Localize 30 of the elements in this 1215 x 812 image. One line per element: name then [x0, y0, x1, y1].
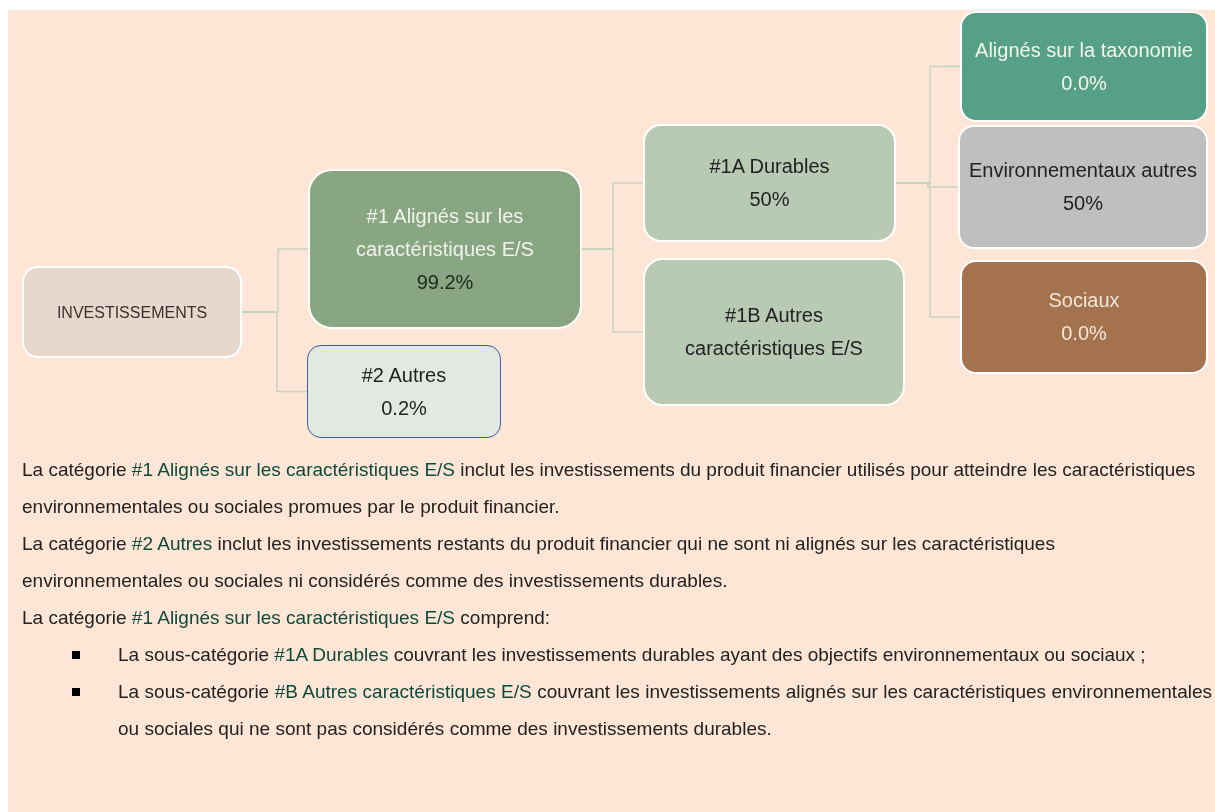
description-paragraph: La catégorie #2 Autres inclut les investissements restants du produit financier qui ne sont ni alignés sur les caractéristiques environnementales ou sociales ni considérés comme des investissements durables. — [22, 532, 1056, 593]
description-paragraph: La sous-catégorie #B Autres caractéristiques E/S couvrant les investissements alignés sur les caractéristiques environnementales ou sociales qui ne sont pas considérés comme des investissements durables. — [118, 680, 1212, 741]
percentage-value: 50% — [749, 187, 790, 212]
connector-line — [895, 182, 961, 318]
subcategory-box — [643, 124, 896, 242]
percentage-value: 99.2% — [416, 269, 474, 295]
percentage-value: 0.2% — [381, 395, 427, 421]
percentage-value: 0.0% — [1061, 70, 1107, 96]
subcategory-box — [958, 125, 1208, 249]
box-title: Alignés sur la taxonomie — [975, 37, 1193, 63]
box-title: Sociaux — [1048, 288, 1120, 313]
category-box — [308, 169, 582, 329]
category-box — [307, 345, 501, 438]
connector-line — [581, 248, 644, 333]
box-title: #1A Durables — [709, 154, 830, 179]
connector-line — [241, 311, 308, 393]
subcategory-box — [960, 11, 1208, 122]
box-title: #1 Alignés sur les caractéristiques E/S — [355, 203, 535, 262]
box-title: INVESTISSEMENTS — [56, 302, 208, 323]
subcategory-box — [643, 258, 905, 406]
box-title: #1B Autres caractéristiques E/S — [684, 303, 864, 361]
description-paragraph: La catégorie #1 Alignés sur les caractéristiques E/S comprend: — [22, 606, 552, 630]
root-box — [22, 266, 242, 358]
subcategory-box — [960, 260, 1208, 374]
percentage-value: 50% — [1063, 191, 1103, 216]
description-paragraph: La sous-catégorie #1A Durables couvrant les investissements durables ayant des objectifs environnementaux ou sociaux ; — [118, 643, 1147, 667]
description-paragraph: La catégorie #1 Alignés sur les caractéristiques E/S inclut les investissements du produit financier utilisés pour atteindre les caractéristiques environnementales ou sociales promues par le produit financier. — [22, 458, 1197, 519]
box-title: #2 Autres — [361, 362, 447, 388]
box-title: Environnementaux autres — [969, 158, 1197, 183]
percentage-value: 0.0% — [1061, 321, 1107, 346]
